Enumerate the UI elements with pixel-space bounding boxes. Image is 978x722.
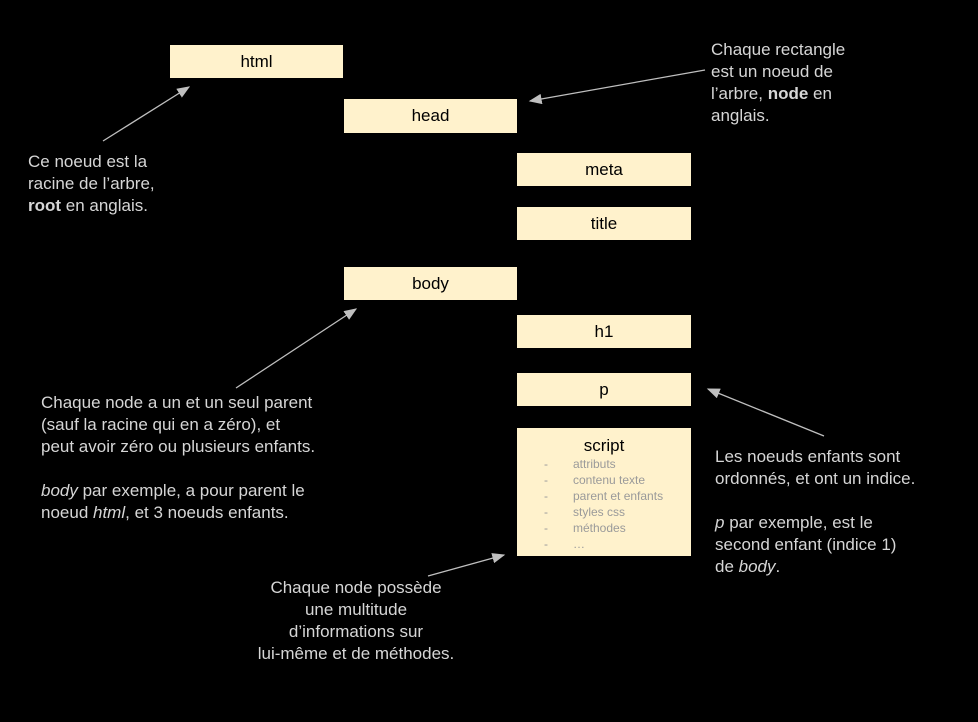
note-line: Les noeuds enfants sont [715,447,901,466]
note-line: l’arbre, node en [711,83,845,105]
note-text: . [775,557,781,576]
script-detail-item: - méthodes [517,520,691,536]
note-root: Ce noeud est la racine de l’arbre, root … [28,151,155,217]
note-children: Les noeuds enfants sont ordonnés, et ont… [715,446,915,578]
script-detail-text: … [573,537,585,551]
bullet-dash: - [544,537,548,551]
script-detail-text: contenu texte [573,473,646,487]
note-line: est un noeud de [711,62,833,81]
note-line: racine de l’arbre, [28,174,155,193]
note-line: second enfant (indice 1) [715,535,897,554]
arrow-parent [235,308,358,389]
bullet-dash: - [544,473,548,487]
script-detail-text: attributs [573,457,616,471]
node-script: script - attributs - contenu texte - parent… [517,428,691,556]
note-line: une multitude [304,600,408,619]
script-detail-item: -… [517,536,691,552]
node-script-label: script [583,436,625,455]
script-detail-item: - contenu texte [517,472,691,488]
note-text: noeud [41,503,93,522]
note-text: par exemple, est le [724,513,873,532]
note-line: de body. [715,556,915,578]
note-line: Chaque rectangle [711,40,846,59]
node-p: p [517,373,691,406]
note-spacer [715,490,915,512]
note-line: p par exemple, est le [715,512,915,534]
italic-term: body [738,557,776,576]
note-text: , et 3 noeuds enfants. [125,503,289,522]
note-line: (sauf la racine qui en a zéro), et [41,415,281,434]
note-text: par exemple, a pour parent le [77,481,305,500]
arrow-root [102,86,191,142]
note-line: root en anglais. [28,195,155,217]
bullet-dash: - [544,521,548,535]
note-spacer [41,458,315,480]
bullet-dash: - [544,489,548,503]
node-title: title [517,207,691,240]
note-line: ordonnés, et ont un indice. [715,469,916,488]
note-line: Chaque node a un et un seul parent [41,393,313,412]
note-line: anglais. [711,106,770,125]
script-detail-text: parent et enfants [573,489,664,503]
note-text: de [715,557,739,576]
italic-term: p [715,513,725,532]
node-h1: h1 [517,315,691,348]
note-text: l’arbre, [711,84,768,103]
note-line: Ce noeud est la [28,152,148,171]
note-line: lui-même et de méthodes. [257,644,455,663]
node-html: html [170,45,343,78]
note-parent: Chaque node a un et un seul parent (sauf… [41,392,315,524]
script-detail-item: - attributs [517,456,691,472]
script-detail-text: styles css [573,505,626,519]
root-term: root [28,196,62,215]
node-term: node [767,84,809,103]
italic-term: body [41,481,78,500]
bullet-dash: - [544,505,548,519]
note-node: Chaque rectangle est un noeud de l’arbre… [711,39,845,127]
script-detail-item: - parent et enfants [517,488,691,504]
node-body: body [344,267,517,300]
script-detail-item: - styles css [517,504,691,520]
note-text: en [808,84,832,103]
script-detail-text: méthodes [573,521,626,535]
arrow-node [528,69,706,105]
italic-term: html [93,503,126,522]
arrow-info [427,553,506,577]
note-text: en anglais. [61,196,148,215]
arrow-children [706,388,825,437]
node-head: head [344,99,517,133]
note-line: Chaque node possède [270,578,442,597]
bullet-dash: - [544,457,548,471]
node-meta: meta [517,153,691,186]
note-line: peut avoir zéro ou plusieurs enfants. [41,437,316,456]
note-info: Chaque node possède une multitude d’info… [246,577,466,665]
note-line: noeud html, et 3 noeuds enfants. [41,502,315,524]
note-line: d’informations sur [288,622,424,641]
note-line: body par exemple, a pour parent le [41,480,315,502]
script-details-list: - attributs - contenu texte - parent et enf… [517,456,691,552]
